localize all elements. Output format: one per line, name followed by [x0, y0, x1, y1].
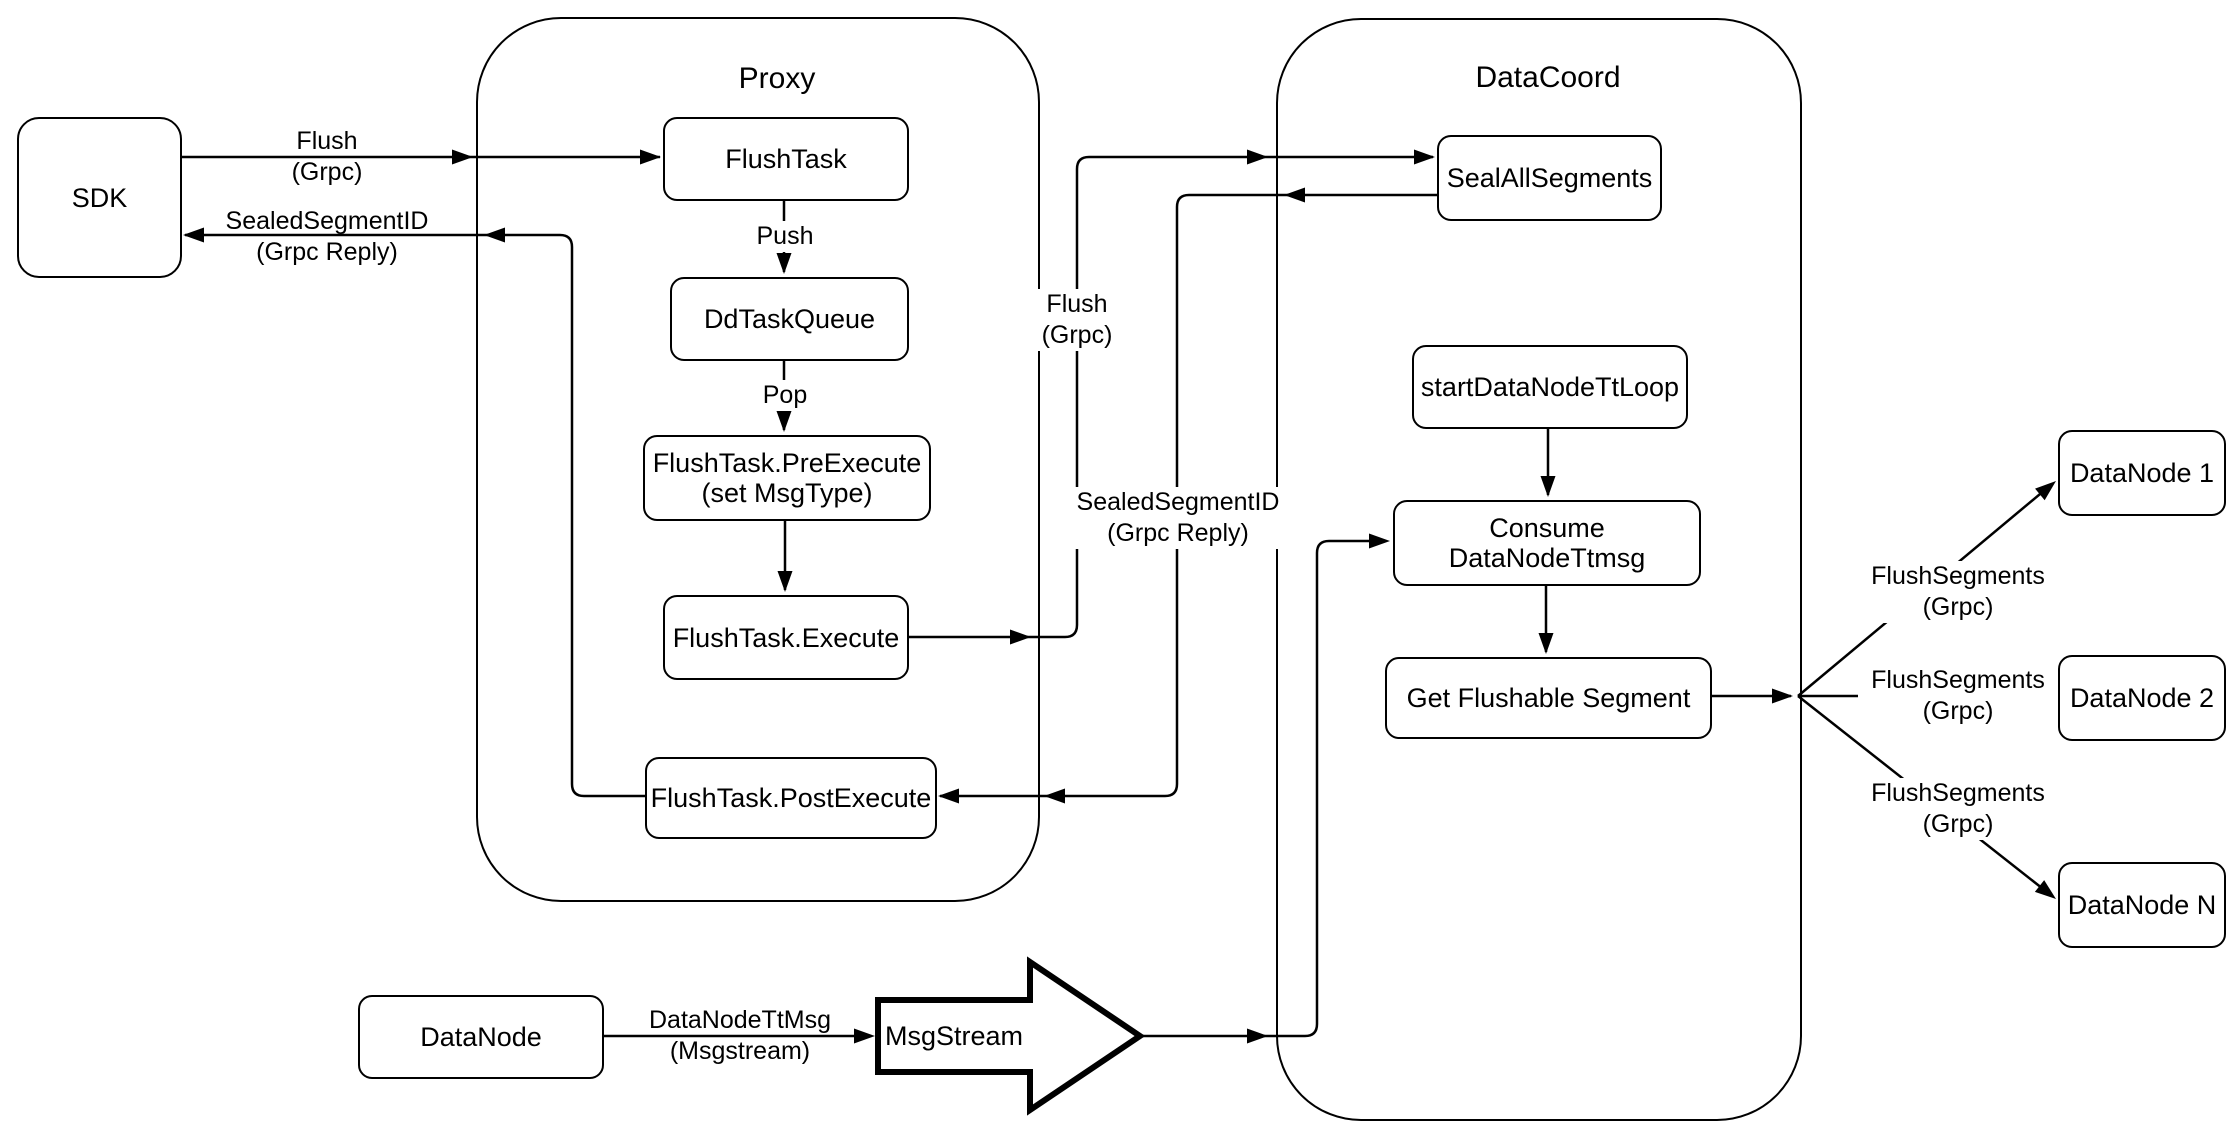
- node-post-execute-label: FlushTask.PostExecute: [650, 783, 932, 813]
- node-datanode-2: DataNode 2: [2058, 655, 2226, 741]
- edge-label-pop: Pop: [730, 380, 840, 411]
- node-datanode-n-label: DataNode N: [2067, 890, 2217, 920]
- edge-label-sealed-sdk: SealedSegmentID (Grpc Reply): [225, 207, 429, 266]
- node-datanode-2-label: DataNode 2: [2069, 683, 2215, 713]
- node-consume-datanode-ttmsg-label: Consume DataNodeTtmsg: [1448, 513, 1646, 573]
- arrowheads: [183, 149, 2056, 1044]
- edge-label-flush-mid: Flush (Grpc): [997, 289, 1157, 351]
- node-start-datanode-tt-loop: startDataNodeTtLoop: [1412, 345, 1688, 429]
- edge-label-flush-segments-1: FlushSegments (Grpc): [1858, 561, 2058, 623]
- node-datanode-1: DataNode 1: [2058, 430, 2226, 516]
- edge-execute-sealallsegments: [905, 155, 1433, 639]
- edge-label-sealed-mid: SealedSegmentID (Grpc Reply): [1058, 487, 1298, 549]
- node-execute: FlushTask.Execute: [663, 595, 909, 680]
- edge-label-flush-sdk: Flush (Grpc): [291, 127, 363, 186]
- msgstream-shape: [875, 956, 1146, 1116]
- node-flush-task-label: FlushTask: [725, 144, 847, 174]
- edge-label-datanode-ttmsg: DataNodeTtMsg (Msgstream): [648, 1006, 832, 1065]
- node-get-flushable-segment-label: Get Flushable Segment: [1406, 683, 1691, 713]
- node-datanode-bottom-label: DataNode: [420, 1022, 542, 1052]
- edge-label-flush-segments-2: FlushSegments (Grpc): [1858, 665, 2058, 727]
- proxy-container: [476, 17, 1040, 902]
- datacoord-title: DataCoord: [1475, 61, 1621, 94]
- node-start-datanode-tt-loop-label: startDataNodeTtLoop: [1420, 372, 1680, 402]
- edge-label-push: Push: [730, 221, 840, 252]
- node-flush-task: FlushTask: [663, 117, 909, 201]
- edge-msgstream-consume: [1140, 539, 1386, 1038]
- node-consume-datanode-ttmsg: Consume DataNodeTtmsg: [1393, 500, 1701, 586]
- node-seal-all-segments-label: SealAllSegments: [1446, 163, 1653, 193]
- node-datanode-1-label: DataNode 1: [2069, 458, 2215, 488]
- datacoord-container: [1276, 18, 1802, 1121]
- msgstream-label: MsgStream: [884, 1021, 1024, 1051]
- node-seal-all-segments: SealAllSegments: [1437, 135, 1662, 221]
- node-dd-task-queue-label: DdTaskQueue: [703, 304, 876, 334]
- node-post-execute: FlushTask.PostExecute: [645, 757, 937, 839]
- proxy-title: Proxy: [738, 62, 816, 95]
- node-execute-label: FlushTask.Execute: [672, 622, 900, 653]
- node-dd-task-queue: DdTaskQueue: [670, 277, 909, 361]
- node-pre-execute: FlushTask.PreExecute (set MsgType): [643, 435, 931, 521]
- edge-postexecute-sdk: [185, 233, 645, 798]
- node-sdk-label: SDK: [71, 182, 128, 213]
- node-get-flushable-segment: Get Flushable Segment: [1385, 657, 1712, 739]
- node-datanode-n: DataNode N: [2058, 862, 2226, 948]
- node-datanode-bottom: DataNode: [358, 995, 604, 1079]
- node-pre-execute-label: FlushTask.PreExecute (set MsgType): [652, 448, 922, 508]
- node-sdk: SDK: [17, 117, 182, 278]
- edge-label-flush-segments-3: FlushSegments (Grpc): [1858, 778, 2058, 840]
